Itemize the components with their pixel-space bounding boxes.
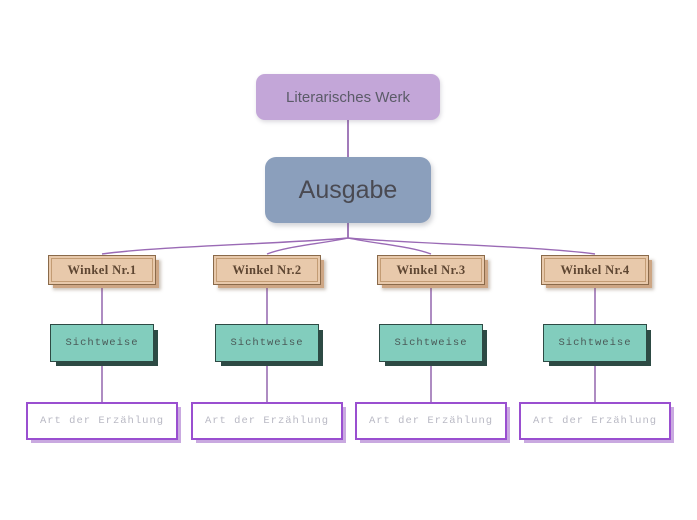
node-winkel-1-label: Winkel Nr.1 <box>67 262 137 277</box>
node-sichtweise-4[interactable]: Sichtweise <box>543 324 647 362</box>
node-art-der-erzaehlung-1-label: Art der Erzählung <box>39 415 165 427</box>
node-art-der-erzaehlung-1[interactable]: Art der Erzählung <box>26 402 178 440</box>
node-art-der-erzaehlung-2-label: Art der Erzählung <box>204 415 330 427</box>
node-ausgabe-label: Ausgabe <box>298 175 398 204</box>
node-winkel-1[interactable]: Winkel Nr.1 <box>48 255 156 285</box>
node-winkel-4[interactable]: Winkel Nr.4 <box>541 255 649 285</box>
node-art-der-erzaehlung-4-label: Art der Erzählung <box>532 415 658 427</box>
node-literarisches-werk[interactable]: Literarisches Werk <box>256 74 440 120</box>
node-art-der-erzaehlung-3[interactable]: Art der Erzählung <box>355 402 507 440</box>
node-art-der-erzaehlung-4[interactable]: Art der Erzählung <box>519 402 671 440</box>
connector-fan-to-angle-1 <box>101 237 349 255</box>
node-sichtweise-2-label: Sichtweise <box>230 337 304 349</box>
connector-fan-to-angle-4 <box>347 237 596 255</box>
node-sichtweise-1[interactable]: Sichtweise <box>50 324 154 362</box>
node-winkel-4-label: Winkel Nr.4 <box>560 262 630 277</box>
node-ausgabe[interactable]: Ausgabe <box>265 157 431 223</box>
node-sichtweise-3-label: Sichtweise <box>394 337 468 349</box>
node-sichtweise-4-label: Sichtweise <box>558 337 632 349</box>
node-literarisches-werk-label: Literarisches Werk <box>286 88 410 106</box>
node-winkel-3[interactable]: Winkel Nr.3 <box>377 255 485 285</box>
node-winkel-2[interactable]: Winkel Nr.2 <box>213 255 321 285</box>
node-sichtweise-3[interactable]: Sichtweise <box>379 324 483 362</box>
node-art-der-erzaehlung-2[interactable]: Art der Erzählung <box>191 402 343 440</box>
node-sichtweise-1-label: Sichtweise <box>65 337 139 349</box>
node-winkel-3-label: Winkel Nr.3 <box>396 262 466 277</box>
connector-fan-to-angle-3 <box>347 237 432 255</box>
connector-fan-to-angle-2 <box>266 237 349 255</box>
node-sichtweise-2[interactable]: Sichtweise <box>215 324 319 362</box>
node-art-der-erzaehlung-3-label: Art der Erzählung <box>368 415 494 427</box>
node-winkel-2-label: Winkel Nr.2 <box>232 262 302 277</box>
